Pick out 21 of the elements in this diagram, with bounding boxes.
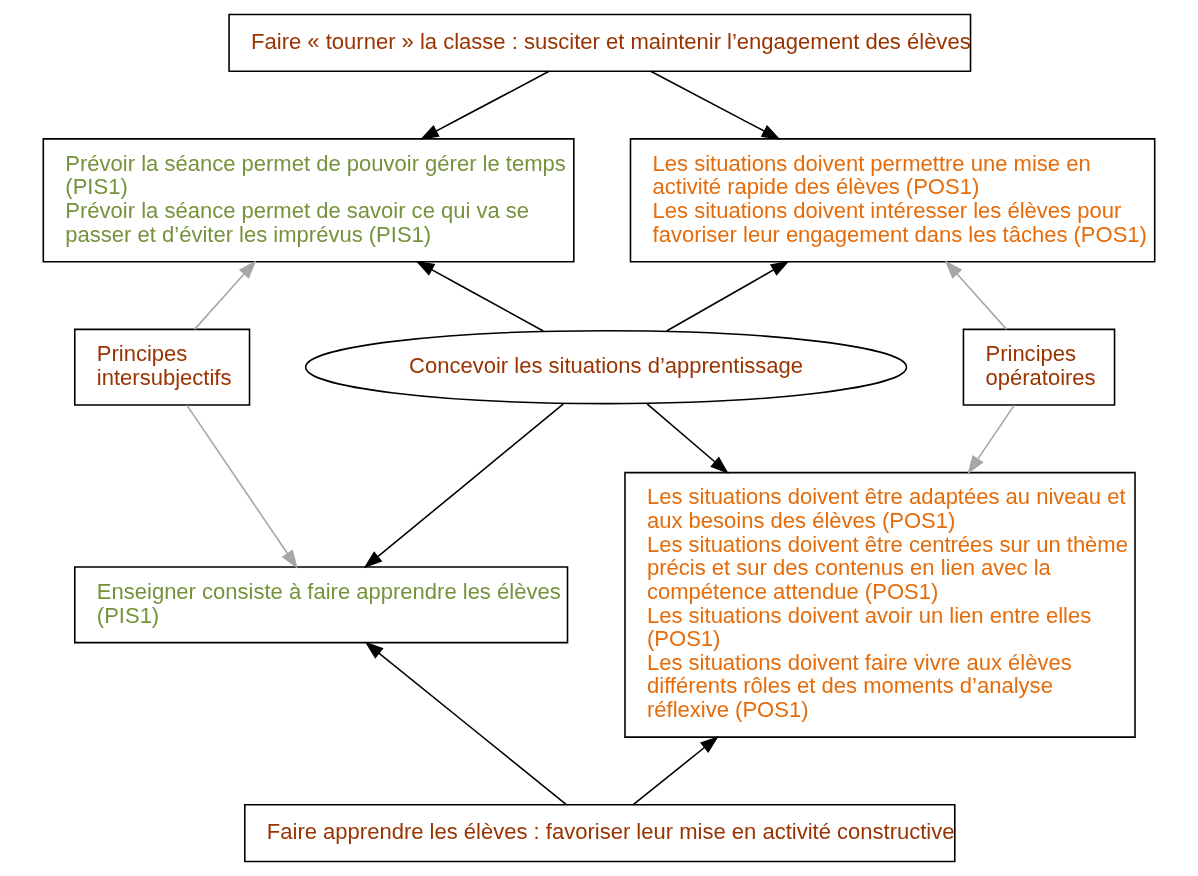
node-box: Les situations doivent permettre une mise en activité rapide des élèves (POS1) Les situations doivent intéresser les élèves pour favoriser leur engagement dans les tâches (POS1) xyxy=(629,138,1156,263)
arrow xyxy=(193,260,257,331)
arrow xyxy=(944,260,1008,331)
node-ellipse: Concevoir les situations d’apprentissage xyxy=(304,329,908,405)
node-box: Principes opératoires xyxy=(962,328,1116,406)
arrow xyxy=(419,70,550,140)
node-box: Prévoir la séance permet de pouvoir gérer le temps (PIS1) Prévoir la séance permet de savoir ce qui va se passer et d’éviter les imprévus (PIS1) xyxy=(42,138,575,263)
arrow xyxy=(364,641,568,806)
node-box: Faire « tourner » la classe : susciter et maintenir l’engagement des élèves xyxy=(228,13,972,72)
arrow xyxy=(632,735,719,806)
node-box: Enseigner consiste à faire apprendre les élèves (PIS1) xyxy=(74,566,569,644)
node-box: Principes intersubjectifs xyxy=(74,328,251,406)
arrow xyxy=(967,404,1015,475)
arrow xyxy=(363,403,565,569)
node-box: Les situations doivent être adaptées au niveau et aux besoins des élèves (POS1) Les situations doivent être centrées sur un thème précis et sur des contenus en lien avec la compétence attendue (POS1) Les situations doivent avoir un lien entre elles (POS1) Les situations doivent faire vivre aux élèves différents rôles et des moments d’analyse réflexive (POS1) xyxy=(624,471,1136,738)
arrow xyxy=(186,404,298,569)
arrow xyxy=(646,403,729,474)
arrow xyxy=(650,70,781,140)
arrow xyxy=(665,260,790,332)
node-box: Faire apprendre les élèves : favoriser leur mise en activité constructive xyxy=(244,804,956,863)
arrow xyxy=(415,260,545,332)
